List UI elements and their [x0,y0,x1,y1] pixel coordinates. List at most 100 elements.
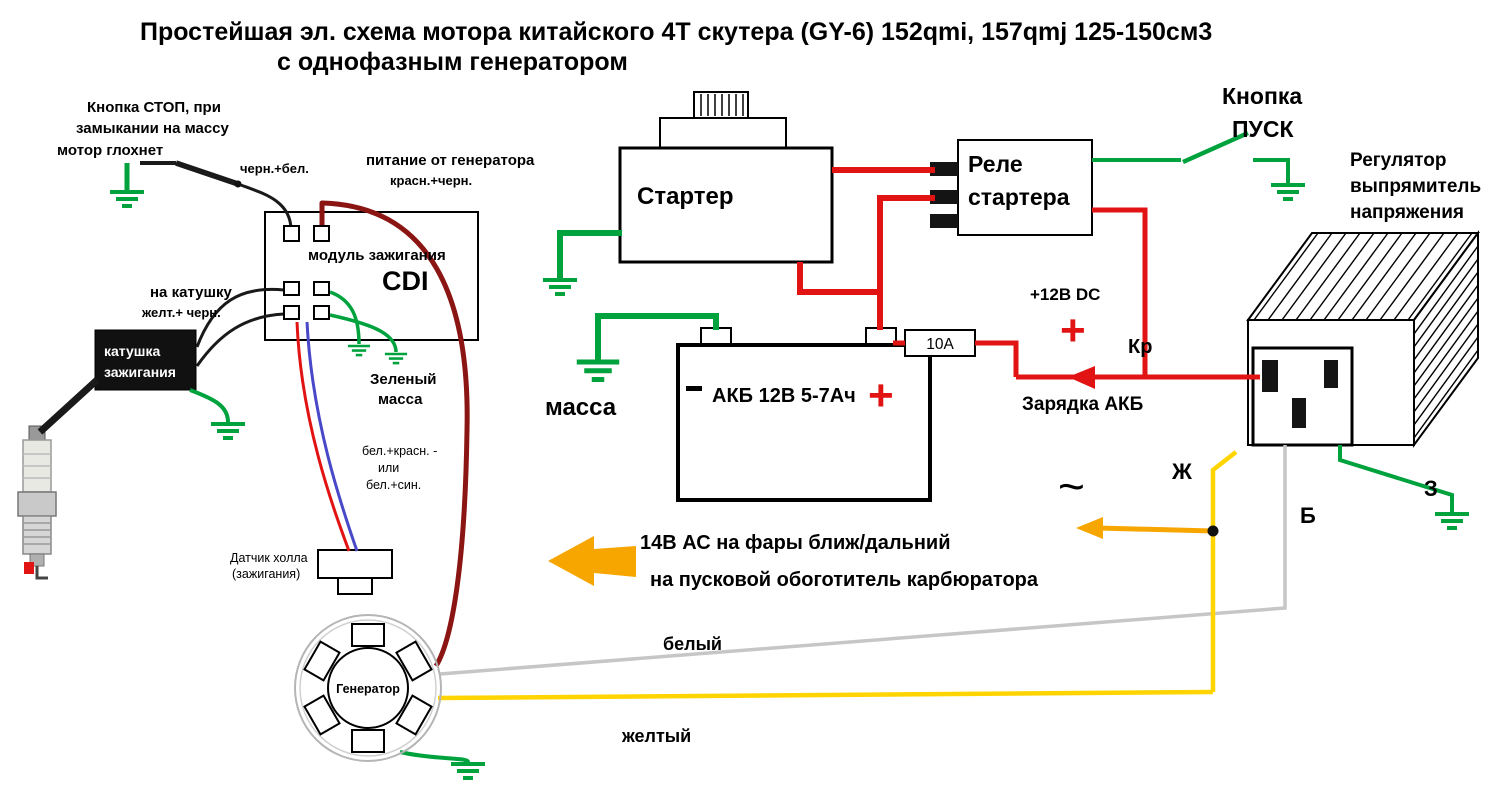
wire-gnd-battery [595,313,719,360]
ignition-coil-box [94,329,197,391]
wire-gnd-starter [557,230,622,278]
starter-brush-block [693,91,749,119]
wire-gnd-regulator [1338,445,1454,512]
hall-sensor-line1: Датчик холла [230,551,308,565]
generator-pole [351,729,385,753]
battery-box [676,343,932,502]
ground-icon [449,762,487,780]
wire-hall-blue [305,321,359,552]
generator-label: Генератор [336,682,400,696]
zh-label: Ж [1171,459,1192,484]
start-button-line2: ПУСК [1232,116,1294,142]
wire-coil-to-plug [37,377,100,435]
massa-label: масса [545,394,617,421]
regulator-label-line3: напряжения [1350,202,1464,223]
charging-label: Зарядка АКБ [1022,394,1143,415]
relay-label-line2: стартера [968,184,1070,210]
generator-pole [395,640,433,682]
hall-sensor-box [317,549,393,579]
relay-label-line1: Реле [968,151,1023,177]
stop-wire-label: черн.+бел. [240,161,309,176]
wire-orange-headlight [1097,525,1214,534]
regulator-pin-1 [1262,360,1278,392]
wire-gnd-cdi-2 [329,313,398,353]
wire-generator-feed [319,200,470,668]
spark-plug-tip [24,562,34,574]
headlight-feed [548,517,1214,586]
red-wires [797,167,1260,389]
ground-icon [346,344,372,357]
wire-start-button-2 [1253,158,1290,183]
start-button-line1: Кнопка [1222,83,1302,109]
wire-yellow-regulator [1210,450,1238,692]
heatsink-fins-side [1414,245,1478,439]
wire-yellow-generator [437,689,1214,701]
wire-cdi-to-coil-2 [195,312,285,367]
wire-stop-to-cdi [237,182,293,231]
cdi-name: CDI [382,266,429,296]
fuse-label: 10А [926,336,954,353]
cdi-caption: модуль зажигания [308,247,446,264]
start-button-blade [1182,130,1249,165]
dc12-label: +12В DC [1030,285,1100,304]
wire-starter-bottom [797,262,880,295]
green-ground-line1: Зеленый [370,371,437,388]
generator-pole [303,640,341,682]
headlight-line1: 14В АС на фары ближ/дальний [640,532,951,554]
generator [294,614,442,762]
charging-arrow-icon [1068,366,1095,389]
regulator-label-line1: Регулятор [1350,150,1446,171]
wire-hall-red [295,321,351,552]
starter-box [618,146,834,264]
yellow-wire-label: желтый [621,726,691,746]
dc-plus-sign: + [1060,306,1086,355]
ac-tilde: ~ [1058,460,1085,512]
ground-icon [108,190,146,208]
regulator-pin-2 [1292,398,1306,428]
small-arrow-icon [1076,517,1103,539]
ground-icon [1433,512,1471,530]
green-wires [108,130,1471,780]
battery-minus-sign [686,386,702,391]
starter-relay-box [957,139,1093,236]
wire-fuse-out [975,340,1019,377]
wire-gnd-coil [189,388,230,423]
coil-label-line2: зажигания [104,364,176,380]
wire-gnd-generator [399,750,470,764]
regulator-label-line2: выпрямитель [1350,176,1481,197]
kr-label: Кр [1128,336,1152,358]
to-coil-line1: на катушку [150,284,232,301]
stop-switch-blade [175,160,239,187]
battery-plus-sign: + [868,371,894,420]
ground-icon [577,362,620,380]
ground-icon [541,278,579,296]
ground-icon [209,422,247,440]
fuse-box [904,329,976,357]
hall-wires-line3: бел.+син. [366,478,421,492]
stop-note-line2: замыкании на массу [76,120,230,137]
green-ground-line2: масса [378,391,423,408]
wire-cdi-to-coil-1 [195,287,285,348]
generator-pole [395,694,433,736]
page-title: Простейшая эл. схема мотора китайского 4… [140,18,1212,46]
hall-sensor-tab [337,577,373,595]
stop-note-line1: Кнопка СТОП, при [87,99,221,116]
generator-pole [303,694,341,736]
black-wires [37,160,293,435]
wire-relay-to-battery [877,195,935,330]
stop-switch-dot [234,180,242,188]
headlight-line2: на пусковой обоготитель карбюратора [650,569,1039,591]
cdi-pins [283,225,330,320]
regulator-pin-3 [1324,360,1338,388]
ground-icon [1269,183,1307,201]
big-arrow-icon [548,536,636,586]
gen-feed-line2: красн.+черн. [390,173,472,188]
b-label: Б [1300,503,1316,528]
battery-label: АКБ 12В 5-7Ач [712,385,856,407]
hall-sensor-line2: (зажигания) [232,567,300,581]
relay-pin-2 [930,190,958,204]
page-subtitle: с однофазным генератором [277,48,628,76]
coil-label-line1: катушка [104,343,160,359]
